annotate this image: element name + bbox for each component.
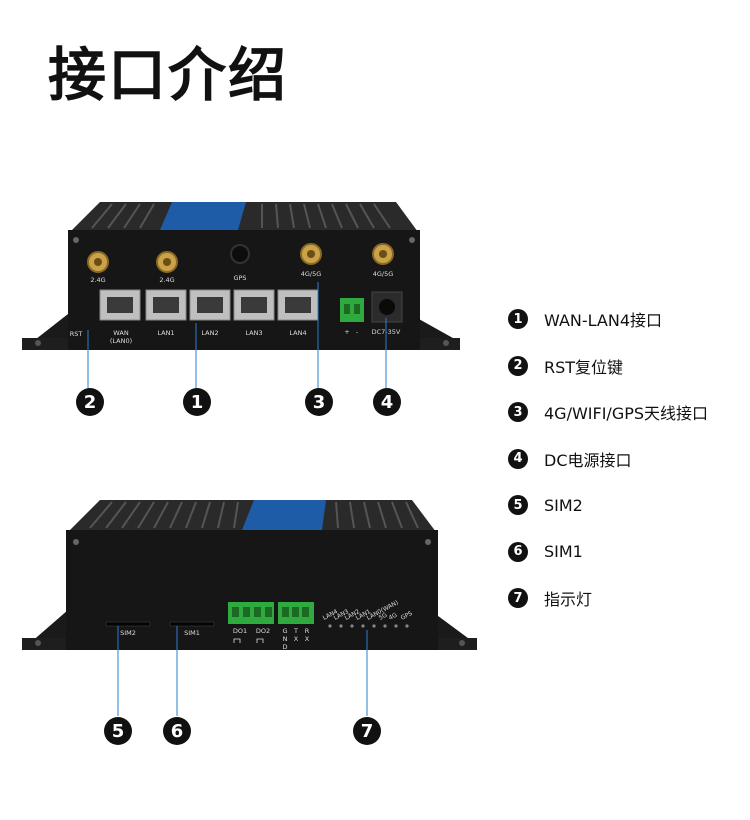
legend-item: 7 指示灯 bbox=[508, 585, 743, 611]
plus-label: + bbox=[344, 328, 349, 336]
legend-item: 3 4G/WIFI/GPS天线接口 bbox=[508, 399, 743, 425]
antenna-label-2: 2.4G bbox=[159, 276, 174, 284]
callout-2: 2 bbox=[76, 388, 104, 416]
rear-blue-label bbox=[242, 500, 326, 530]
rst-label: RST bbox=[70, 330, 83, 338]
interface-legend: 1 WAN-LAN4接口 2 RST复位键 3 4G/WIFI/GPS天线接口 … bbox=[508, 306, 743, 632]
led-label-gps: GPS bbox=[400, 610, 414, 622]
gnd-label-d: D bbox=[282, 643, 287, 651]
legend-number-badge: 7 bbox=[508, 588, 528, 608]
sim1-label: SIM1 bbox=[184, 629, 200, 637]
antenna-label-3: 4G/5G bbox=[301, 270, 322, 278]
tx-label-t: T bbox=[293, 627, 298, 635]
callout-5: 5 bbox=[104, 717, 132, 745]
antenna-label-1: 2.4G bbox=[90, 276, 105, 284]
legend-number-badge: 5 bbox=[508, 495, 528, 515]
legend-item: 2 RST复位键 bbox=[508, 353, 743, 379]
relay-symbols bbox=[233, 638, 264, 643]
legend-text: DC电源接口 bbox=[544, 450, 632, 470]
router-front-view: 2.4G 2.4G GPS 4G/5G 4G/5G RST WAN (LAN0)… bbox=[22, 202, 460, 388]
legend-text: WAN-LAN4接口 bbox=[544, 311, 663, 330]
led-label-5g: 5G bbox=[378, 611, 389, 621]
legend-text: RST复位键 bbox=[544, 357, 624, 377]
lan3-label: LAN3 bbox=[245, 329, 262, 337]
legend-item: 5 SIM2 bbox=[508, 492, 743, 518]
port-lan1 bbox=[145, 289, 187, 321]
antenna-connectors bbox=[87, 243, 394, 273]
gps-connector bbox=[230, 244, 250, 264]
minus-label: - bbox=[356, 328, 359, 336]
callout-1: 1 bbox=[183, 388, 211, 416]
legend-text: SIM1 bbox=[544, 542, 583, 561]
antenna-label-gps: GPS bbox=[233, 274, 246, 282]
gnd-label-g: G bbox=[282, 627, 287, 635]
legend-number-badge: 3 bbox=[508, 402, 528, 422]
blue-top-label bbox=[160, 202, 246, 230]
rx-label-r: R bbox=[305, 627, 310, 635]
heatsink-top bbox=[70, 202, 418, 232]
callout-7: 7 bbox=[353, 717, 381, 745]
page-title: 接口介绍 bbox=[48, 41, 289, 109]
legend-item: 1 WAN-LAN4接口 bbox=[508, 306, 743, 332]
dc-terminal-block bbox=[340, 298, 364, 322]
wan-sublabel: (LAN0) bbox=[110, 337, 132, 345]
led-label-4g: 4G bbox=[388, 611, 399, 621]
rear-face bbox=[66, 530, 438, 650]
callout-6: 6 bbox=[163, 717, 191, 745]
rx-label-x: X bbox=[305, 635, 310, 643]
ethernet-ports bbox=[99, 289, 319, 321]
legend-number-badge: 6 bbox=[508, 541, 528, 562]
lan2-label: LAN2 bbox=[201, 329, 218, 337]
tx-label-x: X bbox=[294, 635, 299, 643]
do1-label: DO1 bbox=[233, 627, 247, 635]
legend-item: 6 SIM1 bbox=[508, 539, 743, 565]
legend-text: SIM2 bbox=[544, 495, 583, 515]
sim1-slot bbox=[169, 621, 215, 627]
callout-3: 3 bbox=[305, 388, 333, 416]
sim2-label: SIM2 bbox=[120, 629, 136, 637]
lan1-label: LAN1 bbox=[157, 329, 174, 337]
legend-item: 4 DC电源接口 bbox=[508, 446, 743, 472]
callout-4: 4 bbox=[373, 388, 401, 416]
do2-label: DO2 bbox=[256, 627, 270, 635]
legend-number-badge: 4 bbox=[508, 448, 528, 469]
legend-number-badge: 2 bbox=[508, 355, 528, 376]
indicator-leds bbox=[328, 624, 409, 628]
legend-text: 指示灯 bbox=[544, 590, 593, 609]
router-rear-view: LAN4 LAN3 LAN2 LAN1 LAN0(WAN) 5G 4G GPS … bbox=[22, 500, 477, 716]
lan4-label: LAN4 bbox=[289, 329, 306, 337]
legend-number-badge: 1 bbox=[508, 309, 528, 329]
sim2-slot bbox=[105, 621, 151, 627]
legend-text: 4G/WIFI/GPS天线接口 bbox=[544, 404, 709, 423]
wan-label: WAN bbox=[113, 329, 129, 337]
antenna-label-4: 4G/5G bbox=[373, 270, 394, 278]
do-terminal-block bbox=[228, 602, 274, 624]
gnd-label-n: N bbox=[283, 635, 288, 643]
